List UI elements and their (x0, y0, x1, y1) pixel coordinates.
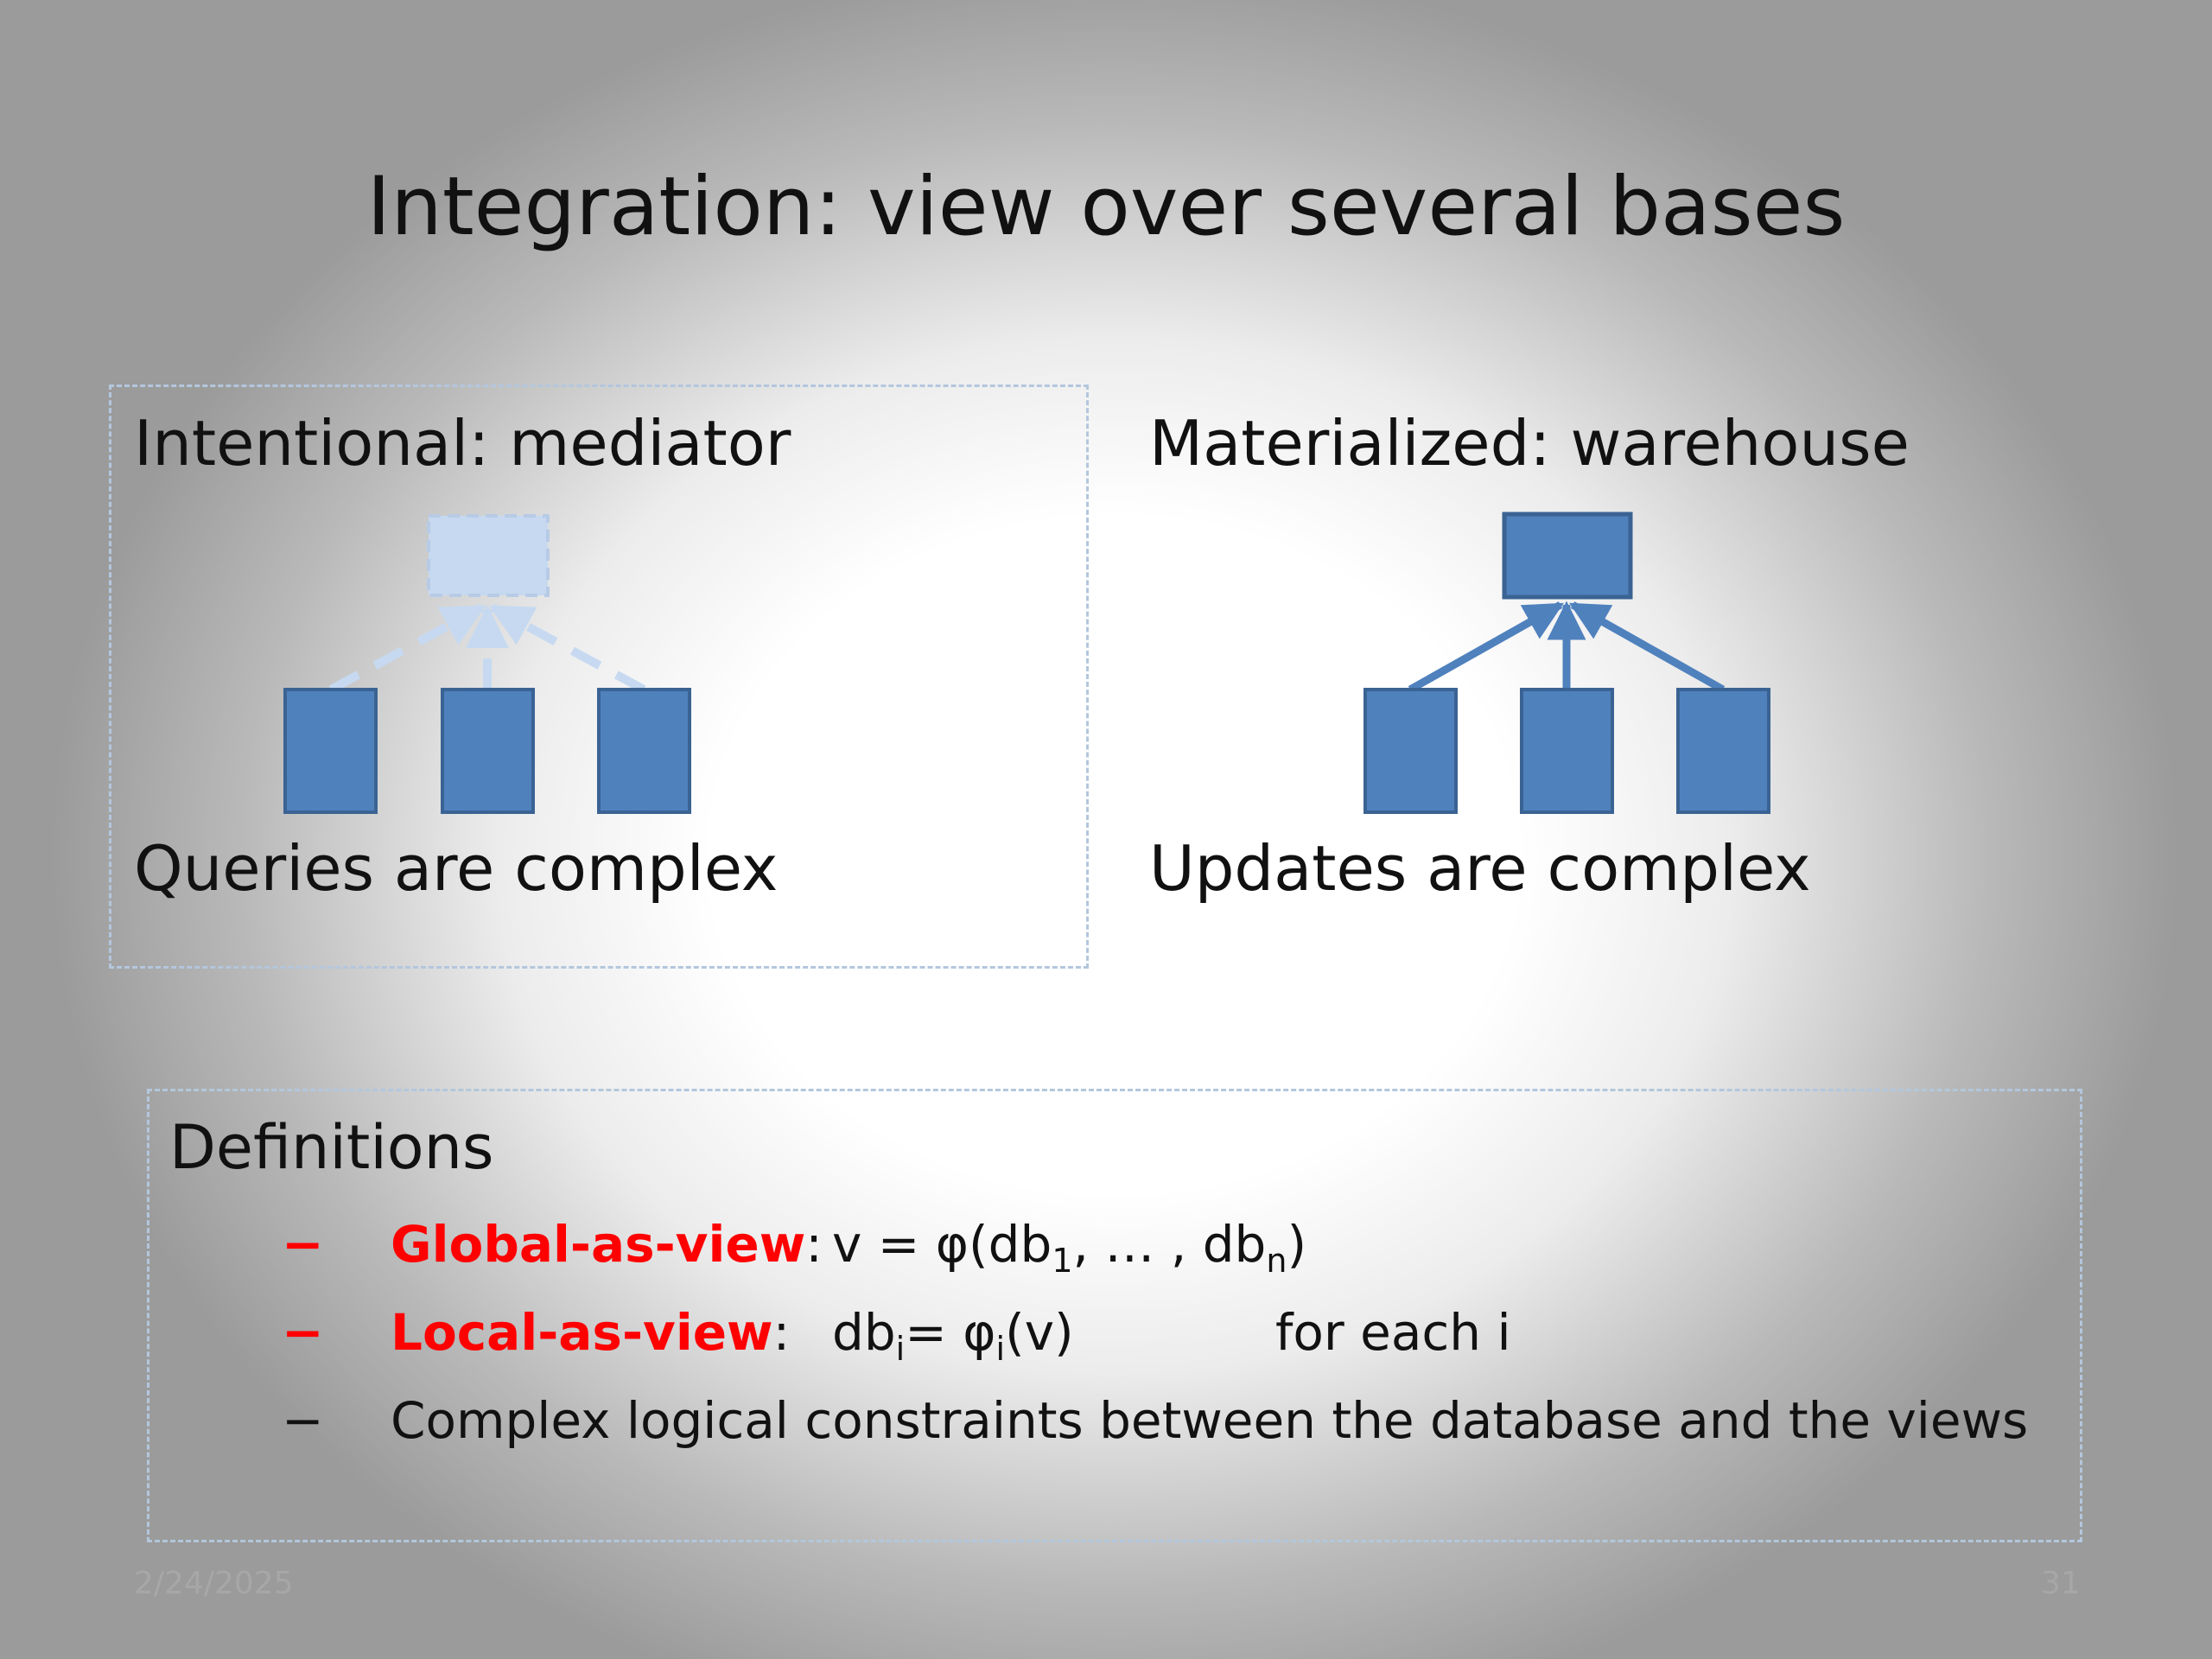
global-as-view-formula: v = φ(db1, … , dbn) (832, 1210, 1306, 1279)
warehouse-link-3 (1569, 601, 1726, 693)
left-panel-caption: Queries are complex (134, 832, 779, 905)
mediator-diagram (283, 514, 691, 814)
definition-bullet-1: − (282, 1215, 324, 1274)
mediator-link-1 (328, 603, 486, 694)
footer-page-number: 31 (2041, 1566, 2081, 1601)
lav-sub-i: i (895, 1330, 906, 1368)
source-db-3 (597, 688, 691, 814)
definition-local-as-view: Local-as-view: (391, 1298, 790, 1367)
gav-sub-n: n (1266, 1242, 1287, 1280)
lav-formula-main: db (832, 1303, 896, 1362)
lav-formula-end: (v) (1005, 1303, 1074, 1362)
global-as-view-colon: : (805, 1215, 823, 1274)
local-as-view-formula: dbi= φi(v) (832, 1298, 1074, 1367)
slide-title: Integration: view over several bases (366, 160, 1846, 254)
warehouse-source-db-3 (1676, 688, 1770, 814)
local-as-view-colon: : (772, 1303, 791, 1362)
left-panel-heading: Intentional: mediator (134, 407, 791, 480)
local-as-view-term: Local-as-view (391, 1303, 773, 1362)
global-as-view-term: Global-as-view (391, 1215, 806, 1274)
footer-date: 2/24/2025 (134, 1566, 294, 1601)
warehouse-box (1502, 512, 1633, 600)
gav-formula-end: ) (1287, 1215, 1307, 1274)
mediator-link-3 (488, 603, 646, 694)
warehouse-diagram (1363, 512, 1770, 814)
source-db-1 (283, 688, 378, 814)
warehouse-source-db-1 (1363, 688, 1458, 814)
warehouse-link-1 (1408, 601, 1564, 693)
right-panel-caption: Updates are complex (1149, 832, 1811, 905)
lav-sub-phi-i: i (995, 1330, 1006, 1368)
definitions-frame (147, 1089, 2082, 1542)
source-db-2 (441, 688, 535, 814)
definition-bullet-3: − (282, 1391, 324, 1450)
definition-bullet-2: − (282, 1303, 324, 1362)
local-as-view-suffix: for each i (1275, 1303, 1511, 1362)
definition-constraints: Complex logical constraints between the … (391, 1391, 2029, 1450)
mediator-box (427, 514, 550, 597)
right-panel-heading: Materialized: warehouse (1149, 407, 1910, 480)
warehouse-source-db-2 (1520, 688, 1614, 814)
definitions-title: Definitions (169, 1112, 494, 1183)
definition-global-as-view: Global-as-view: (391, 1210, 823, 1279)
lav-formula-mid: = φ (905, 1303, 996, 1362)
gav-formula-main: v = φ(db (832, 1215, 1052, 1274)
gav-formula-mid: , … , db (1072, 1215, 1267, 1274)
left-panel-frame (109, 385, 1089, 969)
gav-sub-1: 1 (1052, 1242, 1073, 1280)
